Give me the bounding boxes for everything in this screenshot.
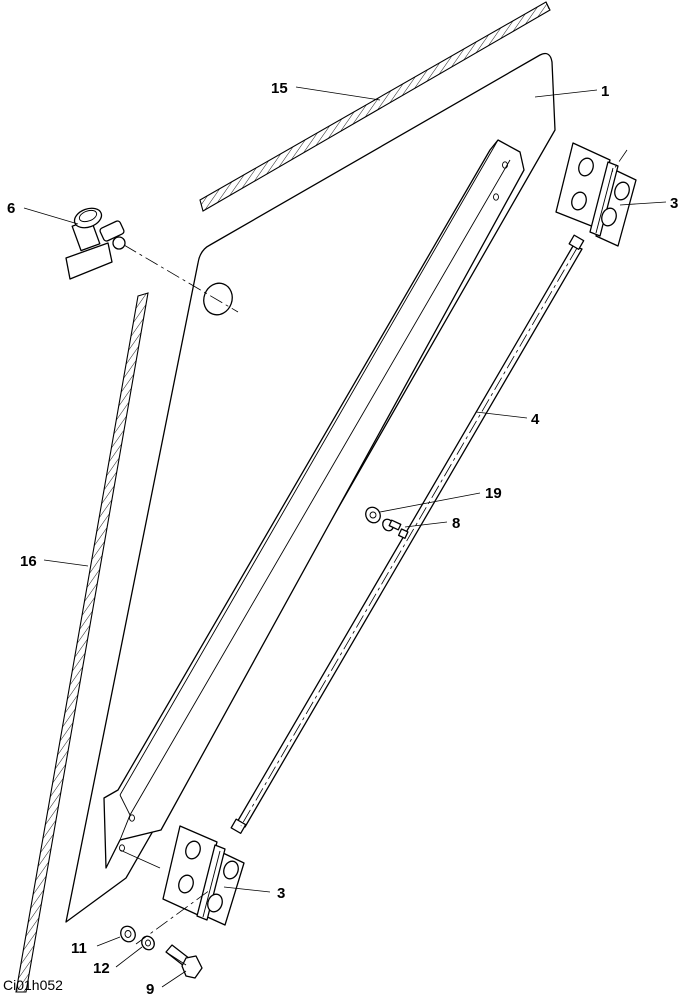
callout-4: 4 [531, 411, 540, 428]
callout-8: 8 [452, 515, 460, 532]
callout-6: 6 [7, 200, 15, 217]
part-11-washer [120, 925, 136, 943]
part-9-bolt [165, 944, 203, 979]
callout-3-top: 3 [670, 195, 678, 212]
assembly-axis-lines [119, 849, 211, 945]
part-3-hinge-top [555, 142, 637, 247]
frame-profile-strip [103, 139, 525, 869]
part-4-hinge-rod [230, 234, 585, 834]
part-12-lock-washer [141, 935, 155, 951]
part-15-seal-strip-top [199, 1, 551, 212]
callout-15: 15 [271, 80, 288, 97]
callout-3-bottom: 3 [277, 885, 285, 902]
part-16-seal-strip-side [15, 292, 149, 993]
part-6-latch [65, 207, 239, 313]
callout-11: 11 [71, 940, 87, 957]
callout-9: 9 [146, 981, 154, 998]
part-3-hinge-bottom [162, 825, 245, 926]
callout-12: 12 [93, 960, 110, 977]
figure-id: Ci01h052 [3, 977, 63, 993]
callout-1: 1 [601, 83, 609, 100]
part-8-screw [382, 518, 409, 539]
callout-16: 16 [20, 553, 37, 570]
callout-labels: 1 3 3 4 6 8 9 11 12 15 16 19 [7, 80, 678, 998]
callout-19: 19 [485, 485, 502, 502]
part-19-nut [365, 506, 381, 524]
leader-lines [23, 86, 667, 988]
